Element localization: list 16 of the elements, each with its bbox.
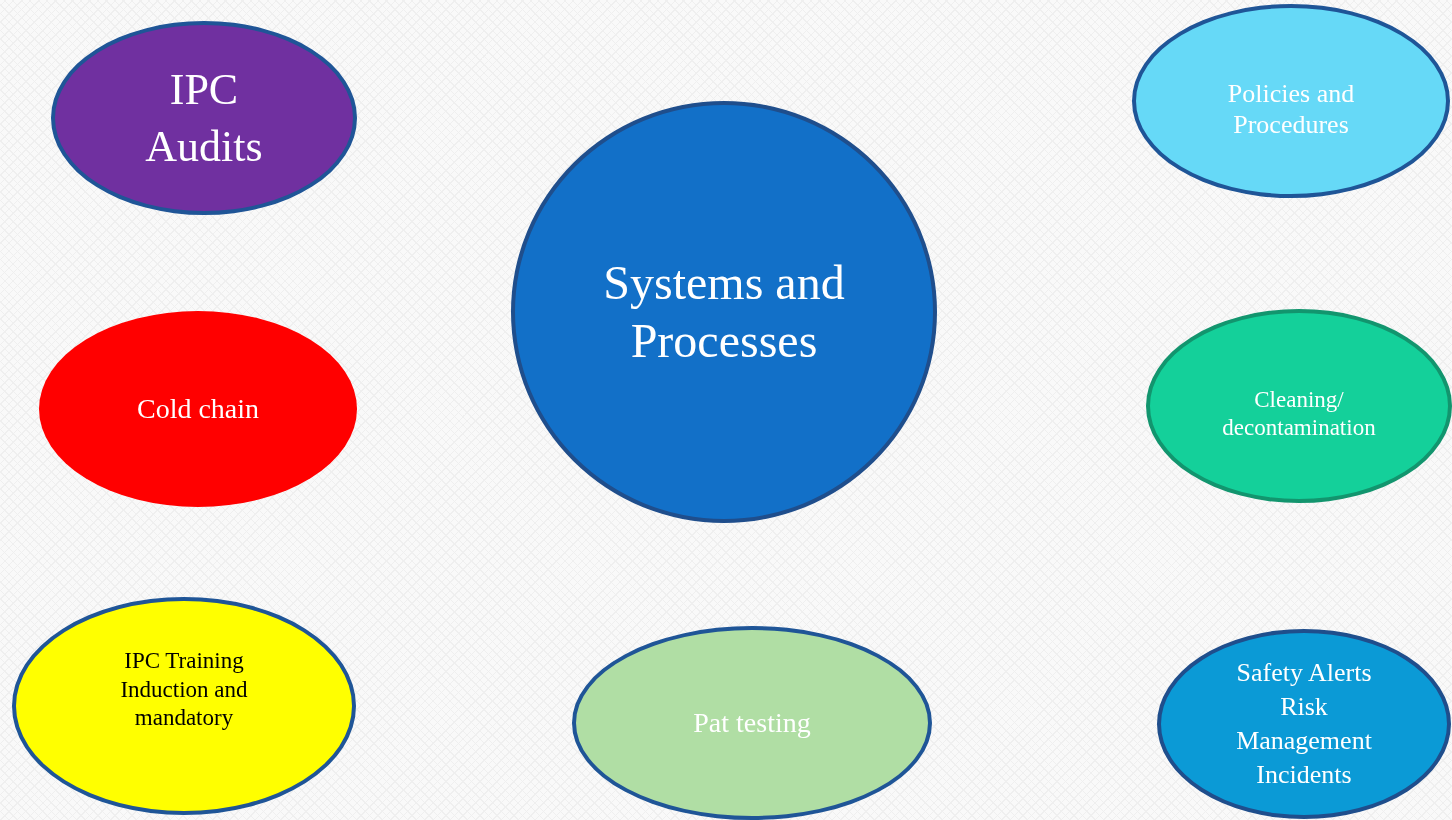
ellipse-node (572, 626, 932, 820)
node-label: Systems and Processes (602, 255, 846, 369)
node-label: Cold chain (136, 392, 260, 426)
ellipse-node (1132, 4, 1450, 198)
ellipse-node (12, 597, 356, 815)
ellipse-node (1146, 309, 1452, 503)
ellipse-node (39, 311, 357, 507)
node-label: IPC Audits (144, 63, 264, 173)
ellipse-node (51, 21, 357, 215)
node-label: Policies and Procedures (1226, 77, 1356, 141)
node-label: IPC Training Induction and mandatory (119, 646, 249, 733)
ellipse-node (511, 101, 937, 523)
ellipse-node (1157, 629, 1451, 819)
node-label: Safety Alerts Risk Management Incidents (1235, 657, 1373, 791)
node-label: Pat testing (693, 706, 811, 740)
node-label: Cleaning/ decontamination (1221, 386, 1377, 442)
